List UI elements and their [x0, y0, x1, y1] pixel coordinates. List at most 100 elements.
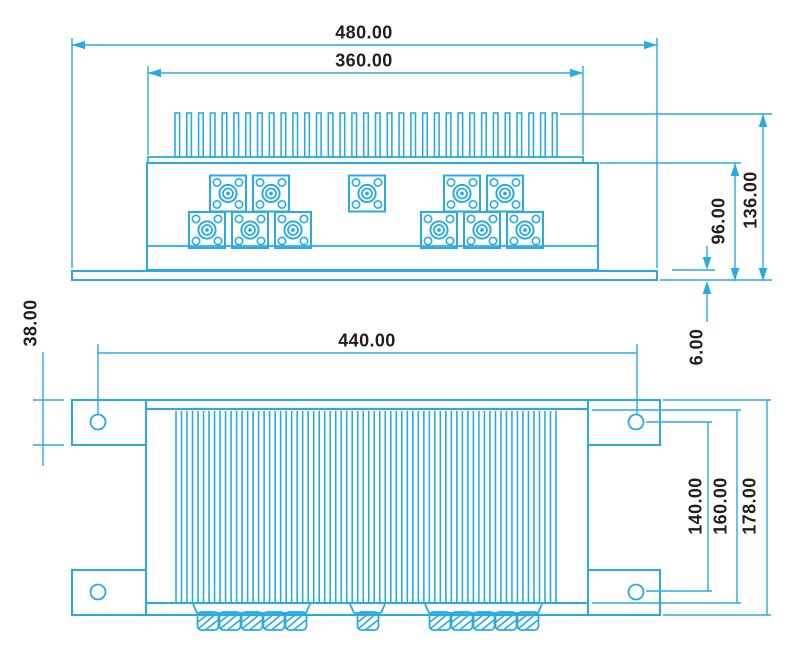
flange-hole [488, 214, 498, 224]
connector-end [356, 611, 380, 631]
connector-outer-ring [283, 220, 303, 240]
mounting-hole [627, 583, 645, 601]
dim-label-overall-depth: 178.00 [739, 477, 760, 535]
hatch-line [241, 611, 255, 623]
flange-hole [212, 178, 222, 188]
heatsink-fin [539, 112, 547, 158]
hatch-line [495, 612, 516, 630]
heatsink-fin [398, 112, 405, 158]
hatch-line [495, 611, 509, 623]
connector-pin [248, 228, 252, 232]
heatsink-fin [386, 112, 393, 158]
flange-hole [466, 236, 476, 246]
heatsink-fin [362, 112, 370, 158]
flange-hole [446, 178, 456, 188]
arrowhead-icon [644, 40, 657, 50]
heatsink-fin [480, 112, 488, 158]
hatch-line [219, 612, 240, 630]
arrowhead-icon [702, 257, 712, 270]
connector-inner-ring [499, 187, 511, 200]
heatsink-fin [268, 112, 275, 158]
connector-outer-ring [218, 183, 238, 204]
hatch-line [429, 612, 450, 630]
flange-hole [511, 178, 521, 188]
connector-end [450, 611, 474, 631]
connector-outer-ring [261, 183, 281, 204]
dim-label-body-depth: 160.00 [710, 477, 731, 535]
connector-pin [291, 228, 295, 232]
heatsink-fin [504, 112, 511, 158]
heatsink-fin [221, 112, 228, 158]
connector-pin [269, 191, 273, 196]
connector-end [240, 611, 264, 631]
connector-outer-ring [240, 220, 260, 240]
connector-inner-ring [433, 224, 445, 236]
connector-flange [463, 211, 501, 249]
flange-hole [234, 214, 244, 224]
connector-end [284, 611, 308, 631]
connector-neck [349, 603, 355, 614]
heatsink-fin [244, 112, 252, 158]
flange-hole [213, 214, 223, 224]
arrowhead-icon [730, 268, 740, 281]
connector-flange [348, 174, 386, 213]
flange-hole [277, 214, 287, 224]
hatch-line [227, 619, 241, 631]
dim-label-hole-spacing: 440.00 [338, 330, 396, 351]
mounting-hole [89, 583, 107, 601]
connector-outer-ring [495, 183, 515, 204]
connector-end [196, 611, 220, 631]
flange-hole [299, 236, 309, 246]
arrowhead-icon [730, 163, 740, 176]
connector-inner-ring [201, 224, 213, 236]
hatch-line [285, 612, 306, 630]
flange-hole [445, 236, 455, 246]
flange-hole [277, 200, 287, 210]
heatsink-fin [280, 112, 287, 158]
heatsink-fin [457, 112, 464, 158]
connector-flange [209, 174, 247, 213]
connector-end [262, 611, 286, 631]
connector-outer-ring [357, 183, 377, 204]
connector-flange [420, 211, 458, 249]
connector-outer-ring [472, 220, 492, 240]
hatch-line [197, 612, 218, 630]
hatch-line [271, 619, 285, 631]
mounting-tab [71, 399, 147, 446]
hatch-line [451, 611, 465, 623]
flange-hole [351, 178, 361, 188]
flange-hole [299, 214, 309, 224]
flange-hole [531, 236, 541, 246]
flange-hole [466, 214, 476, 224]
hatch-line [365, 619, 379, 631]
flange-hole [445, 214, 455, 224]
flange-hole [468, 200, 478, 210]
connector-inner-ring [265, 187, 277, 200]
hatch-line [473, 612, 494, 630]
heatsink-fin [374, 112, 381, 158]
connector-pin [226, 191, 230, 196]
flange-hole [489, 178, 499, 188]
flange-hole [509, 236, 519, 246]
flange-hole [234, 236, 244, 246]
connector-neck [192, 603, 198, 614]
mounting-hole [627, 413, 645, 431]
hatch-line [429, 611, 443, 623]
flange-hole [531, 214, 541, 224]
heatsink-fin [327, 112, 334, 158]
connector-pin [205, 228, 209, 232]
connector-neck [424, 603, 430, 614]
hatch-line [241, 612, 262, 630]
connector-inner-ring [456, 187, 468, 200]
hatch-line [357, 611, 371, 623]
flange-hole [277, 178, 287, 188]
dim-label-heatsink-width: 360.00 [335, 50, 393, 71]
heatsink-fin [528, 112, 535, 158]
flange-hole [446, 200, 456, 210]
arrowhead-icon [758, 114, 768, 127]
flange-hole [468, 178, 478, 188]
connector-outer-ring [197, 220, 217, 240]
flange-hole [256, 236, 266, 246]
